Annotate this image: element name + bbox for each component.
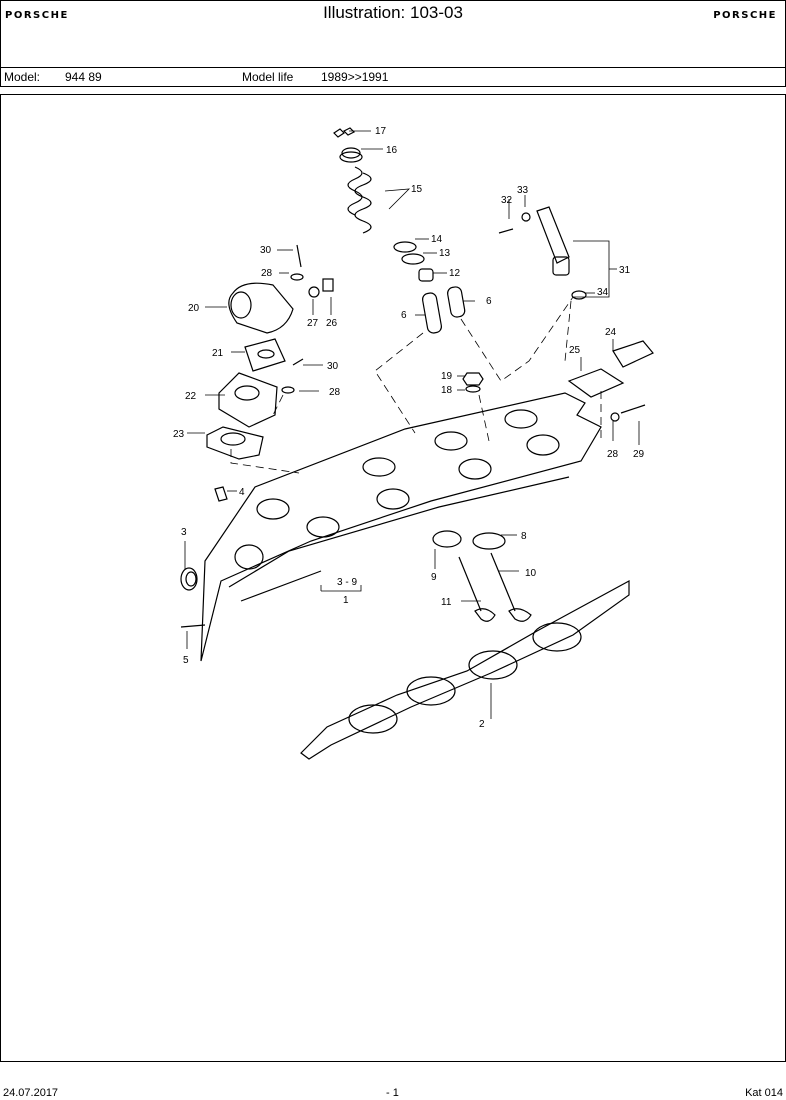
callout-14: 14: [431, 234, 443, 245]
callout-19: 19: [441, 371, 453, 382]
callout-3-9: 3 - 9: [337, 577, 357, 588]
callout-34: 34: [597, 287, 609, 298]
brand-logo-right: PORSCHE: [713, 10, 777, 21]
callout-30a: 30: [260, 245, 272, 256]
callout-28c: 28: [607, 449, 619, 460]
model-bar: Model: 944 89 Model life 1989>>1991: [0, 67, 786, 87]
callout-8: 8: [521, 531, 527, 542]
illustration-title: Illustration: 103-03: [323, 3, 463, 22]
callout-18: 18: [441, 385, 453, 396]
model-label: Model:: [4, 70, 41, 84]
model-value: 944 89: [65, 70, 102, 84]
callout-31: 31: [619, 265, 631, 276]
callout-25: 25: [569, 345, 581, 356]
callout-4: 4: [239, 487, 245, 498]
callout-17: 17: [375, 126, 387, 137]
callout-28b: 28: [329, 387, 341, 398]
callout-23: 23: [173, 429, 185, 440]
callout-21: 21: [212, 348, 224, 359]
callout-32: 32: [501, 195, 513, 206]
callout-30b: 30: [327, 361, 339, 372]
callout-2: 2: [479, 719, 485, 730]
callout-3: 3: [181, 527, 187, 538]
brand-logo-left: PORSCHE: [5, 10, 69, 21]
exploded-parts-diagram: 17 16 15 14 13 12 6 6 32 33 31 34 30 28 …: [173, 126, 654, 760]
callout-22: 22: [185, 391, 197, 402]
model-life-label: Model life: [242, 70, 294, 84]
callout-6a: 6: [486, 296, 492, 307]
callout-6b: 6: [401, 310, 407, 321]
footer-date: 24.07.2017: [3, 1087, 59, 1099]
footer-catalog: Kat 014: [745, 1087, 783, 1099]
page-header: PORSCHE Illustration: 103-03 PORSCHE: [0, 0, 786, 68]
model-life-value: 1989>>1991: [321, 70, 389, 84]
callout-15: 15: [411, 184, 423, 195]
callout-10: 10: [525, 568, 537, 579]
callout-28a: 28: [261, 268, 273, 279]
callout-13: 13: [439, 248, 451, 259]
callout-12: 12: [449, 268, 461, 279]
callout-33: 33: [517, 185, 529, 196]
callout-16: 16: [386, 145, 398, 156]
callout-1: 1: [343, 595, 349, 606]
footer-page: - 1: [386, 1087, 399, 1099]
diagram-frame: 17 16 15 14 13 12 6 6 32 33 31 34 30 28 …: [0, 94, 786, 1062]
callout-9: 9: [431, 572, 437, 583]
callout-24: 24: [605, 327, 617, 338]
callout-5: 5: [183, 655, 189, 666]
callout-27: 27: [307, 318, 319, 329]
callout-29: 29: [633, 449, 645, 460]
callout-26: 26: [326, 318, 338, 329]
callout-11: 11: [441, 597, 452, 608]
callout-20: 20: [188, 303, 200, 314]
